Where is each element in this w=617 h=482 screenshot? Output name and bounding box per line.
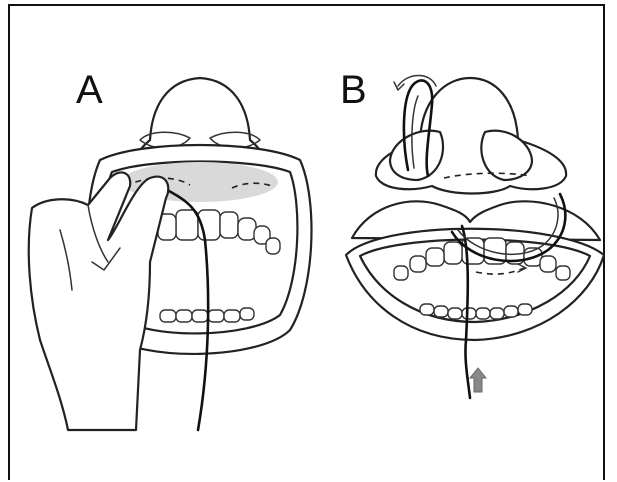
panel-a-drawing <box>29 78 312 430</box>
panel-b-rotation-arrowhead <box>394 82 404 90</box>
panel-a-hand <box>29 172 169 430</box>
panel-b-drawing <box>346 76 604 399</box>
panel-b-up-arrow <box>470 368 486 392</box>
